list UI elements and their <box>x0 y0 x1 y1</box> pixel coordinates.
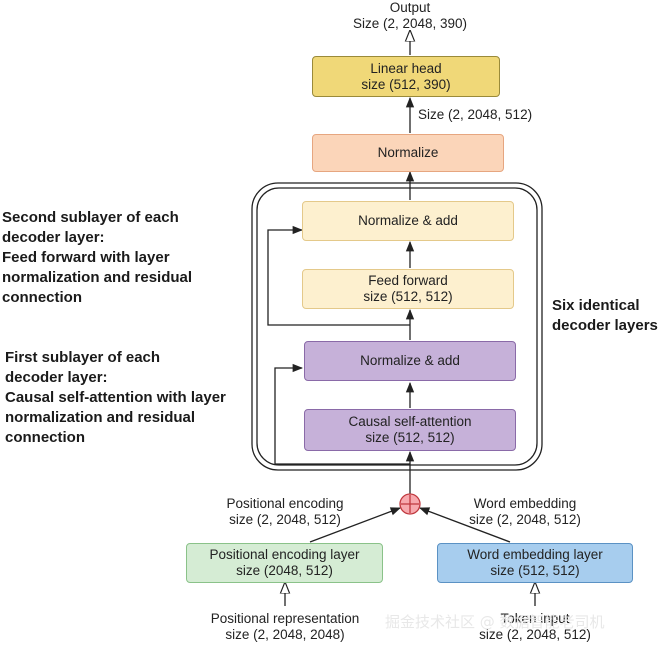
positional-encoding-title: Positional encoding <box>226 496 344 511</box>
residual-connection-second <box>267 225 410 326</box>
residual-connection-first <box>274 363 410 465</box>
output-size: Size (2, 2048, 390) <box>352 16 468 31</box>
arrow-word-to-plus <box>419 507 511 543</box>
positional-encoding-layer-size: size (2048, 512) <box>236 563 333 578</box>
decoder-stack-label-line1: Six identical <box>552 297 640 314</box>
normalize-add-bottom-box: Normalize & add <box>304 341 516 381</box>
watermark: 掘金技术社区 @ 数据智能老司机 <box>385 613 605 631</box>
linear-head-size: size (512, 390) <box>361 76 451 92</box>
causal-attention-title: Causal self-attention <box>348 414 472 429</box>
first-sublayer-annotation: First sublayer of each decoder layer: Ca… <box>5 348 226 448</box>
linear-head-title: Linear head <box>370 60 442 76</box>
causal-attention-box: Causal self-attention size (512, 512) <box>304 409 516 451</box>
add-symbol-text: + <box>405 496 406 497</box>
positional-encoding-label: Positional encoding size (2, 2048, 512) <box>215 496 355 528</box>
second-sublayer-line: connection <box>2 289 83 306</box>
word-embedding-layer-box: Word embedding layer size (512, 512) <box>437 543 633 583</box>
second-sublayer-line: Feed forward with layer <box>2 249 170 266</box>
token-input-size: size (2, 2048, 512) <box>479 627 591 642</box>
first-sublayer-line: connection <box>5 429 86 446</box>
positional-encoding-size: size (2, 2048, 512) <box>229 512 341 527</box>
decoder-stack-outer-frame <box>251 182 543 471</box>
first-sublayer-line: decoder layer: <box>5 369 108 386</box>
normalize-box: Normalize <box>312 134 504 172</box>
first-sublayer-line: First sublayer of each <box>5 349 161 366</box>
feed-forward-box: Feed forward size (512, 512) <box>302 269 514 309</box>
feed-forward-size: size (512, 512) <box>363 289 453 304</box>
linear-head-box: Linear head size (512, 390) <box>312 56 500 97</box>
word-embedding-layer-title: Word embedding layer <box>467 547 603 562</box>
token-input-title: Token input <box>500 611 570 626</box>
positional-representation-size: size (2, 2048, 2048) <box>225 627 345 642</box>
normalize-output-size: Size (2, 2048, 512) <box>418 107 533 122</box>
token-input-label: Token input size (2, 2048, 512) <box>465 611 605 643</box>
decoder-stack-inner-frame <box>256 187 538 466</box>
positional-encoding-layer-title: Positional encoding layer <box>209 547 360 562</box>
arrow-positional-to-plus <box>309 507 401 543</box>
positional-encoding-layer-box: Positional encoding layer size (2048, 51… <box>186 543 383 583</box>
decoder-stack-label-line2: decoder layers <box>552 317 658 334</box>
word-embedding-layer-size: size (512, 512) <box>490 563 580 578</box>
feed-forward-title: Feed forward <box>368 273 448 288</box>
normalize-add-top-box: Normalize & add <box>302 201 514 241</box>
second-sublayer-annotation: Second sublayer of each decoder layer: F… <box>2 208 192 308</box>
positional-representation-label: Positional representation size (2, 2048,… <box>200 611 370 643</box>
normalize-add-top-title: Normalize & add <box>358 213 458 228</box>
normalize-add-bottom-title: Normalize & add <box>360 353 460 368</box>
second-sublayer-line: Second sublayer of each <box>2 209 179 226</box>
word-embedding-title: Word embedding <box>473 496 577 511</box>
first-sublayer-line: normalization and residual <box>5 409 196 426</box>
word-embedding-label: Word embedding size (2, 2048, 512) <box>455 496 595 528</box>
positional-representation-title: Positional representation <box>210 611 360 626</box>
output-title: Output <box>389 0 431 15</box>
first-sublayer-line: Causal self-attention with layer <box>5 389 226 406</box>
output-label: Output Size (2, 2048, 390) <box>340 0 480 32</box>
normalize-title: Normalize <box>377 145 439 160</box>
causal-attention-size: size (512, 512) <box>365 430 455 445</box>
word-embedding-size: size (2, 2048, 512) <box>469 512 581 527</box>
decoder-stack-label: Six identical decoder layers <box>552 296 658 336</box>
second-sublayer-line: normalization and residual <box>2 269 193 286</box>
second-sublayer-line: decoder layer: <box>2 229 105 246</box>
